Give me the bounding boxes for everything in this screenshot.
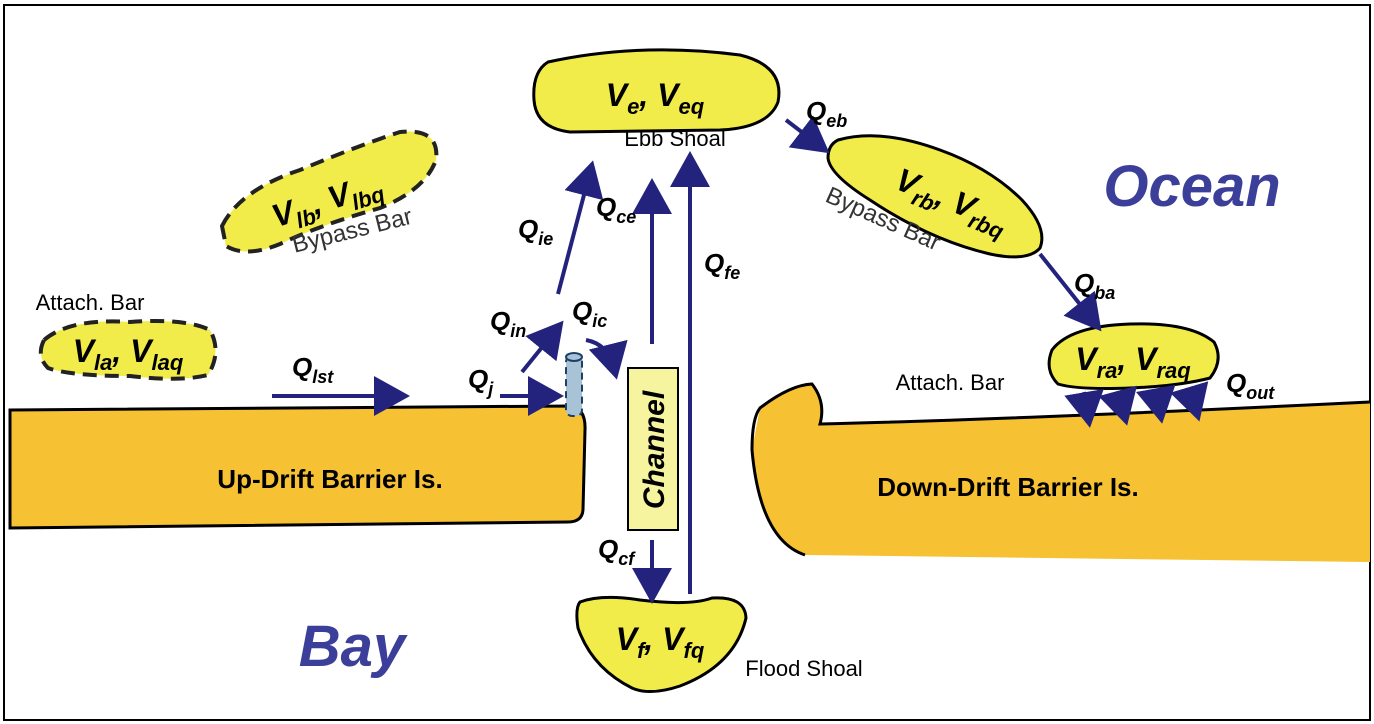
- flux-label-qie: Qie: [518, 214, 553, 249]
- arrow-qout-1: [1064, 389, 1104, 428]
- flood-shoal-label: Flood Shoal: [745, 656, 862, 681]
- flux-label-qic: Qic: [572, 296, 607, 331]
- flux-label-qeb: Qeb: [806, 96, 847, 131]
- arrow-qba: [1038, 252, 1102, 332]
- downdrift-island-label: Down-Drift Barrier Is.: [877, 472, 1139, 502]
- flux-label-qfe: Qfe: [704, 248, 740, 283]
- left-attach-bar-label: Attach. Bar: [36, 290, 145, 315]
- arrow-qin: [520, 320, 564, 374]
- diagram-frame: [3, 4, 1371, 721]
- bay-label: Bay: [299, 614, 408, 679]
- updrift-island-label: Up-Drift Barrier Is.: [217, 464, 442, 494]
- ebb-shoal-label: Ebb Shoal: [624, 126, 726, 151]
- channel-box: [627, 367, 679, 531]
- channel-label: Channel: [638, 390, 671, 509]
- arrow-qeb: [784, 115, 830, 154]
- jetty-top: [565, 352, 583, 362]
- arrow-qie: [556, 160, 604, 295]
- ebb-shoal-volume: Ve, Veq: [606, 77, 705, 119]
- flux-label-qba: Qba: [1074, 268, 1115, 303]
- right-attach-bar-label: Attach. Bar: [896, 370, 1005, 395]
- arrow-qic: [585, 338, 628, 380]
- jetty: [565, 355, 583, 417]
- ocean-label: Ocean: [1103, 154, 1280, 219]
- left-attach-bar-shape: [38, 319, 218, 381]
- downdrift-barrier-island-shape: [752, 384, 1370, 562]
- arrow-qout-3: [1136, 384, 1176, 424]
- flux-label-qin: Qin: [490, 306, 526, 341]
- flux-label-qce: Qce: [596, 192, 636, 227]
- flux-label-qout: Qout: [1226, 368, 1275, 403]
- right-bypass-bar-shape: [826, 134, 1044, 259]
- flux-label-qcf: Qcf: [598, 534, 636, 569]
- right-attach-bar-shape: [1047, 322, 1220, 390]
- flux-label-qj: Qj: [468, 364, 494, 399]
- left-bypass-bar-shape: [219, 129, 439, 254]
- flux-label-qlst: Qlst: [292, 352, 334, 387]
- flood-shoal-volume: Vf, Vfq: [616, 621, 705, 663]
- ebb-shoal-shape: [532, 48, 781, 134]
- right-attach-bar-volume: Vra, Vraq: [1075, 341, 1191, 383]
- arrow-qout-2: [1098, 385, 1137, 426]
- arrow-qout-4: [1169, 381, 1209, 422]
- left-attach-bar-volume: Vla, Vlaq: [73, 333, 184, 375]
